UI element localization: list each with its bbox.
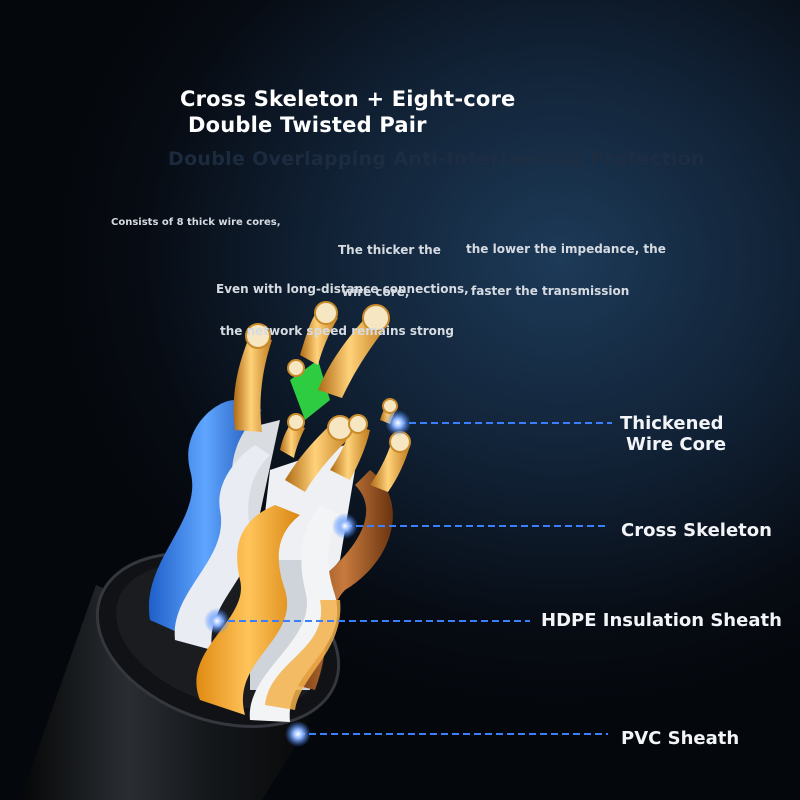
callout-skeleton: Cross Skeleton [621,520,772,541]
heading-line-1: Cross Skeleton + Eight-core [180,87,516,111]
callout-dots [204,410,411,747]
blue-pair [148,400,270,650]
callout-lines [217,422,612,735]
note-distance-line-1: Even with long-distance connections, [216,282,469,296]
note-cores: Consists of 8 thick wire cores, [111,217,281,228]
callout-wire-core-line-1: Thickened [620,413,724,434]
note-distance: Even with long-distance connections, the… [216,254,469,366]
note-impedance-line-1: the lower the impedance, the [466,242,666,256]
callout-hdpe: HDPE Insulation Sheath [541,610,782,631]
note-impedance: the lower the impedance, the faster the … [466,214,666,326]
copper-cores [233,301,411,492]
callout-pvc: PVC Sheath [621,728,740,749]
note-thicker-line-1: The thicker the [338,243,441,257]
note-thicker: The thicker the wire core, [338,215,441,327]
orange-pair [196,505,341,722]
callout-wire-core: Thickened Wire Core [620,413,726,455]
note-impedance-line-2: faster the transmission [471,284,630,298]
heading-line-2: Double Twisted Pair [188,113,427,137]
callout-wire-core-line-2: Wire Core [626,434,727,455]
heading: Cross Skeleton + Eight-core Double Twist… [180,86,516,138]
note-distance-line-2: the network speed remains strong [220,324,455,338]
note-thicker-line-2: wire core, [342,285,410,299]
subtitle: Double Overlapping Anti-Interference Pro… [168,148,705,170]
